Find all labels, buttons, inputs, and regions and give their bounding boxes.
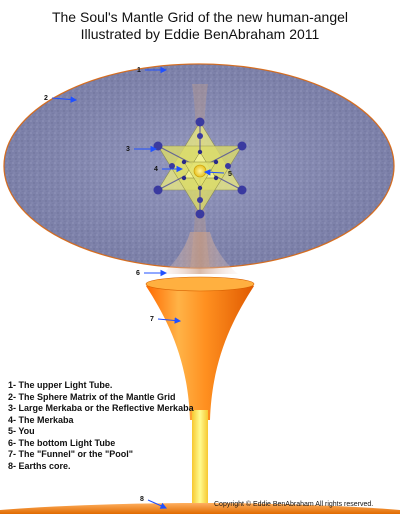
callout-number-4: 4 — [154, 166, 158, 173]
callout-number-7: 7 — [150, 316, 154, 323]
legend: 1- The upper Light Tube. 2- The Sphere M… — [8, 380, 194, 472]
callout-arrow-7 — [157, 317, 182, 324]
diagram-title: The Soul's Mantle Grid of the new human-… — [0, 9, 400, 43]
earths-core — [0, 503, 400, 514]
bottom-light-tube — [162, 232, 238, 274]
title-line-2: Illustrated by Eddie BenAbraham 2011 — [80, 26, 320, 42]
title-line-1: The Soul's Mantle Grid of the new human-… — [51, 9, 349, 25]
copyright-notice: Copyright © Eddie BenAbraham All rights … — [214, 501, 374, 508]
legend-item-reflective-merkaba: 3- Large Merkaba or the Reflective Merka… — [8, 403, 194, 413]
callout-arrow-5 — [203, 168, 225, 176]
you-point — [193, 164, 207, 178]
callout-arrow-8 — [147, 499, 168, 509]
legend-item-merkaba: 4- The Merkaba — [8, 414, 74, 425]
legend-item-sphere-matrix: 2- The Sphere Matrix of the Mantle Grid — [8, 391, 176, 402]
legend-item-upper-light-tube: 1- The upper Light Tube. — [8, 380, 113, 390]
legend-item-earths-core: 8- Earths core. — [8, 460, 71, 471]
callout-number-2: 2 — [44, 95, 48, 102]
legend-item-bottom-light-tube: 6- The bottom Light Tube — [8, 437, 116, 448]
legend-item-you: 5- You — [8, 426, 35, 436]
light-beam — [192, 410, 208, 506]
callout-number-8: 8 — [140, 496, 144, 503]
callout-arrow-2 — [51, 96, 78, 103]
legend-item-funnel-pool: 7- The "Funnel" or the "Pool" — [8, 449, 134, 459]
callout-number-5: 5 — [228, 171, 232, 178]
callout-number-6: 6 — [136, 270, 140, 277]
funnel-pool — [146, 280, 254, 420]
callout-number-3: 3 — [126, 146, 130, 153]
callout-number-1: 1 — [137, 67, 141, 74]
